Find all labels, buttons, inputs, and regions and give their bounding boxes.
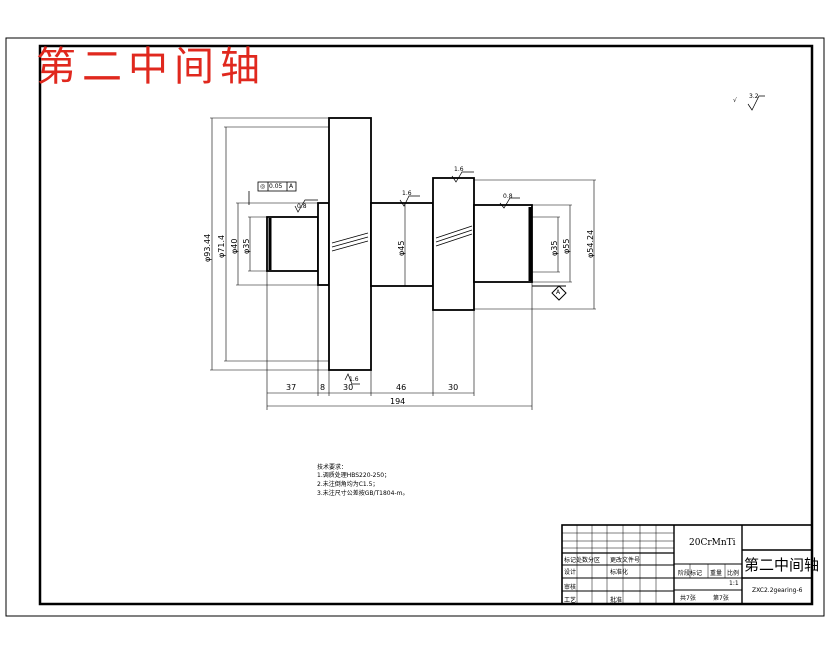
title-block-standardize-label: 标准化 (610, 569, 629, 576)
outer-border (5, 37, 825, 617)
title-block-marker-label: 标记处数分区 (564, 557, 601, 564)
title-block-drawing-no: ZXC2.2gearing-6 (752, 587, 803, 594)
datum-symbol (532, 285, 567, 301)
title-block-part-name: 第二中间轴 (744, 556, 820, 574)
roughness-5: 1.6 (349, 376, 359, 383)
notes-item: 3.未注尺寸公差按GB/T1804-m。 (317, 490, 409, 497)
diameter-dim-lines (211, 118, 595, 370)
title-block-stage-label: 阶段标记 (678, 570, 703, 577)
dim-l4: 46 (396, 383, 407, 392)
title-block-sheet: 第7张 (713, 595, 729, 602)
global-roughness-value: 3.2 (749, 93, 759, 100)
dim-total: 194 (390, 397, 406, 406)
dim-l1: 37 (286, 383, 297, 392)
roughness-4: 0.8 (503, 193, 513, 200)
title-block-designer-label: 设计 (564, 569, 577, 576)
title-block-weight-label: 重量 (710, 570, 723, 577)
title-block-review-label: 审核 (564, 584, 577, 591)
title-block-craft-label: 工艺 (564, 597, 577, 604)
notes-item: 1.调质处理HBS220-250； (317, 472, 391, 479)
notes-item: 2.未注倒角均为C1.5； (317, 481, 379, 488)
title-block-material: 20CrMnTi (689, 538, 736, 548)
title-block-change-doc-label: 更改文件号 (610, 557, 641, 564)
roughness-2: 1.6 (402, 190, 412, 197)
gear-hatch (331, 225, 473, 252)
title-block-total-sheets: 共7张 (680, 595, 696, 602)
title-block-scale: 1:1 (729, 580, 739, 587)
title-block-ratio-label: 比例 (727, 570, 740, 577)
drawing-title: 第二中间轴 (36, 44, 266, 90)
notes-heading: 技术要求： (317, 464, 348, 471)
roughness-1: 0.8 (297, 203, 307, 210)
flatness-icon: ◎ (260, 183, 266, 190)
dim-l3: 30 (343, 383, 354, 392)
tolerance-frame (248, 181, 297, 205)
dim-l2: 8 (320, 383, 326, 392)
tolerance-value: 0.05 (269, 183, 283, 190)
global-roughness-prefix: √ (733, 97, 737, 104)
extension-lines (210, 117, 596, 371)
dim-l5: 30 (448, 383, 459, 392)
inner-border (38, 44, 814, 606)
length-dim-lines (266, 271, 533, 410)
title-block-approve-label: 批准 (610, 597, 623, 604)
roughness-symbols (294, 95, 765, 385)
roughness-3: 1.6 (454, 166, 464, 173)
datum-label: A (556, 289, 561, 296)
shaft (266, 117, 533, 371)
tolerance-datum: A (289, 183, 294, 190)
